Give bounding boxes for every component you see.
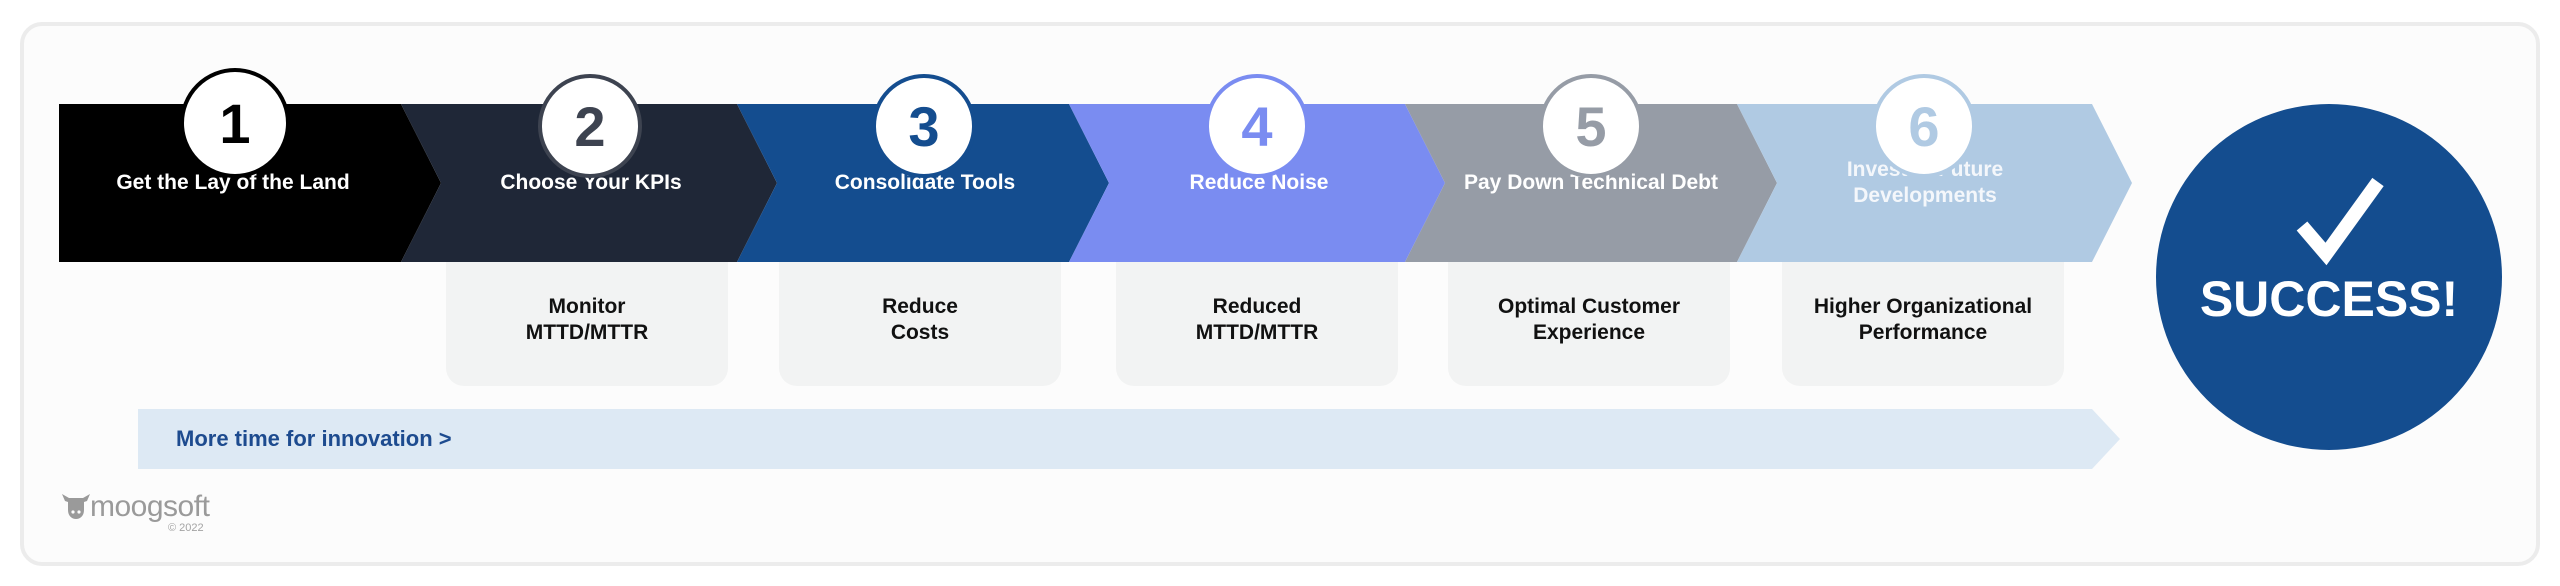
step-1-label: Get the Lay of the Land <box>116 171 350 194</box>
innovation-banner-text: More time for innovation > <box>176 426 452 451</box>
outcome-2-line1: Reduce <box>882 295 958 318</box>
step-3-number-circle: 3 <box>872 74 976 178</box>
step-1-number-circle: 1 <box>180 68 290 178</box>
outcome-1-line1: Monitor <box>548 295 626 318</box>
outcome-1-line2: MTTD/MTTR <box>525 321 649 344</box>
step-3-label: Consolidate Tools <box>834 171 1016 194</box>
innovation-banner <box>138 409 2120 469</box>
outcome-5-line2: Performance <box>1858 321 1988 344</box>
outcome-4-line2: Experience <box>1532 321 1646 344</box>
checkmark-icon <box>2296 177 2384 266</box>
outcome-4-line1: Optimal Customer <box>1497 295 1681 318</box>
step-4-label: Reduce Noise <box>1189 171 1329 194</box>
outcome-3-line2: MTTD/MTTR <box>1195 321 1319 344</box>
copyright: © 2022 <box>168 522 204 534</box>
outcome-2-line2: Costs <box>890 321 950 344</box>
step-2-number-circle: 2 <box>538 74 642 178</box>
step-6-number-circle: 6 <box>1872 74 1976 178</box>
brand-name: moogsoft <box>90 490 210 523</box>
success-circle <box>2156 104 2502 450</box>
step-2-label: Choose Your KPIs <box>500 171 682 194</box>
step-5-label: Pay Down Technical Debt <box>1464 171 1718 194</box>
moogsoft-cow-logo <box>62 494 90 519</box>
outcome-3-line1: Reduced <box>1212 295 1302 318</box>
step-4-number-circle: 4 <box>1205 74 1309 178</box>
success-label: SUCCESS! <box>2199 271 2459 327</box>
step-5-number-circle: 5 <box>1539 74 1643 178</box>
outcome-5-line1: Higher Organizational <box>1813 295 2033 318</box>
